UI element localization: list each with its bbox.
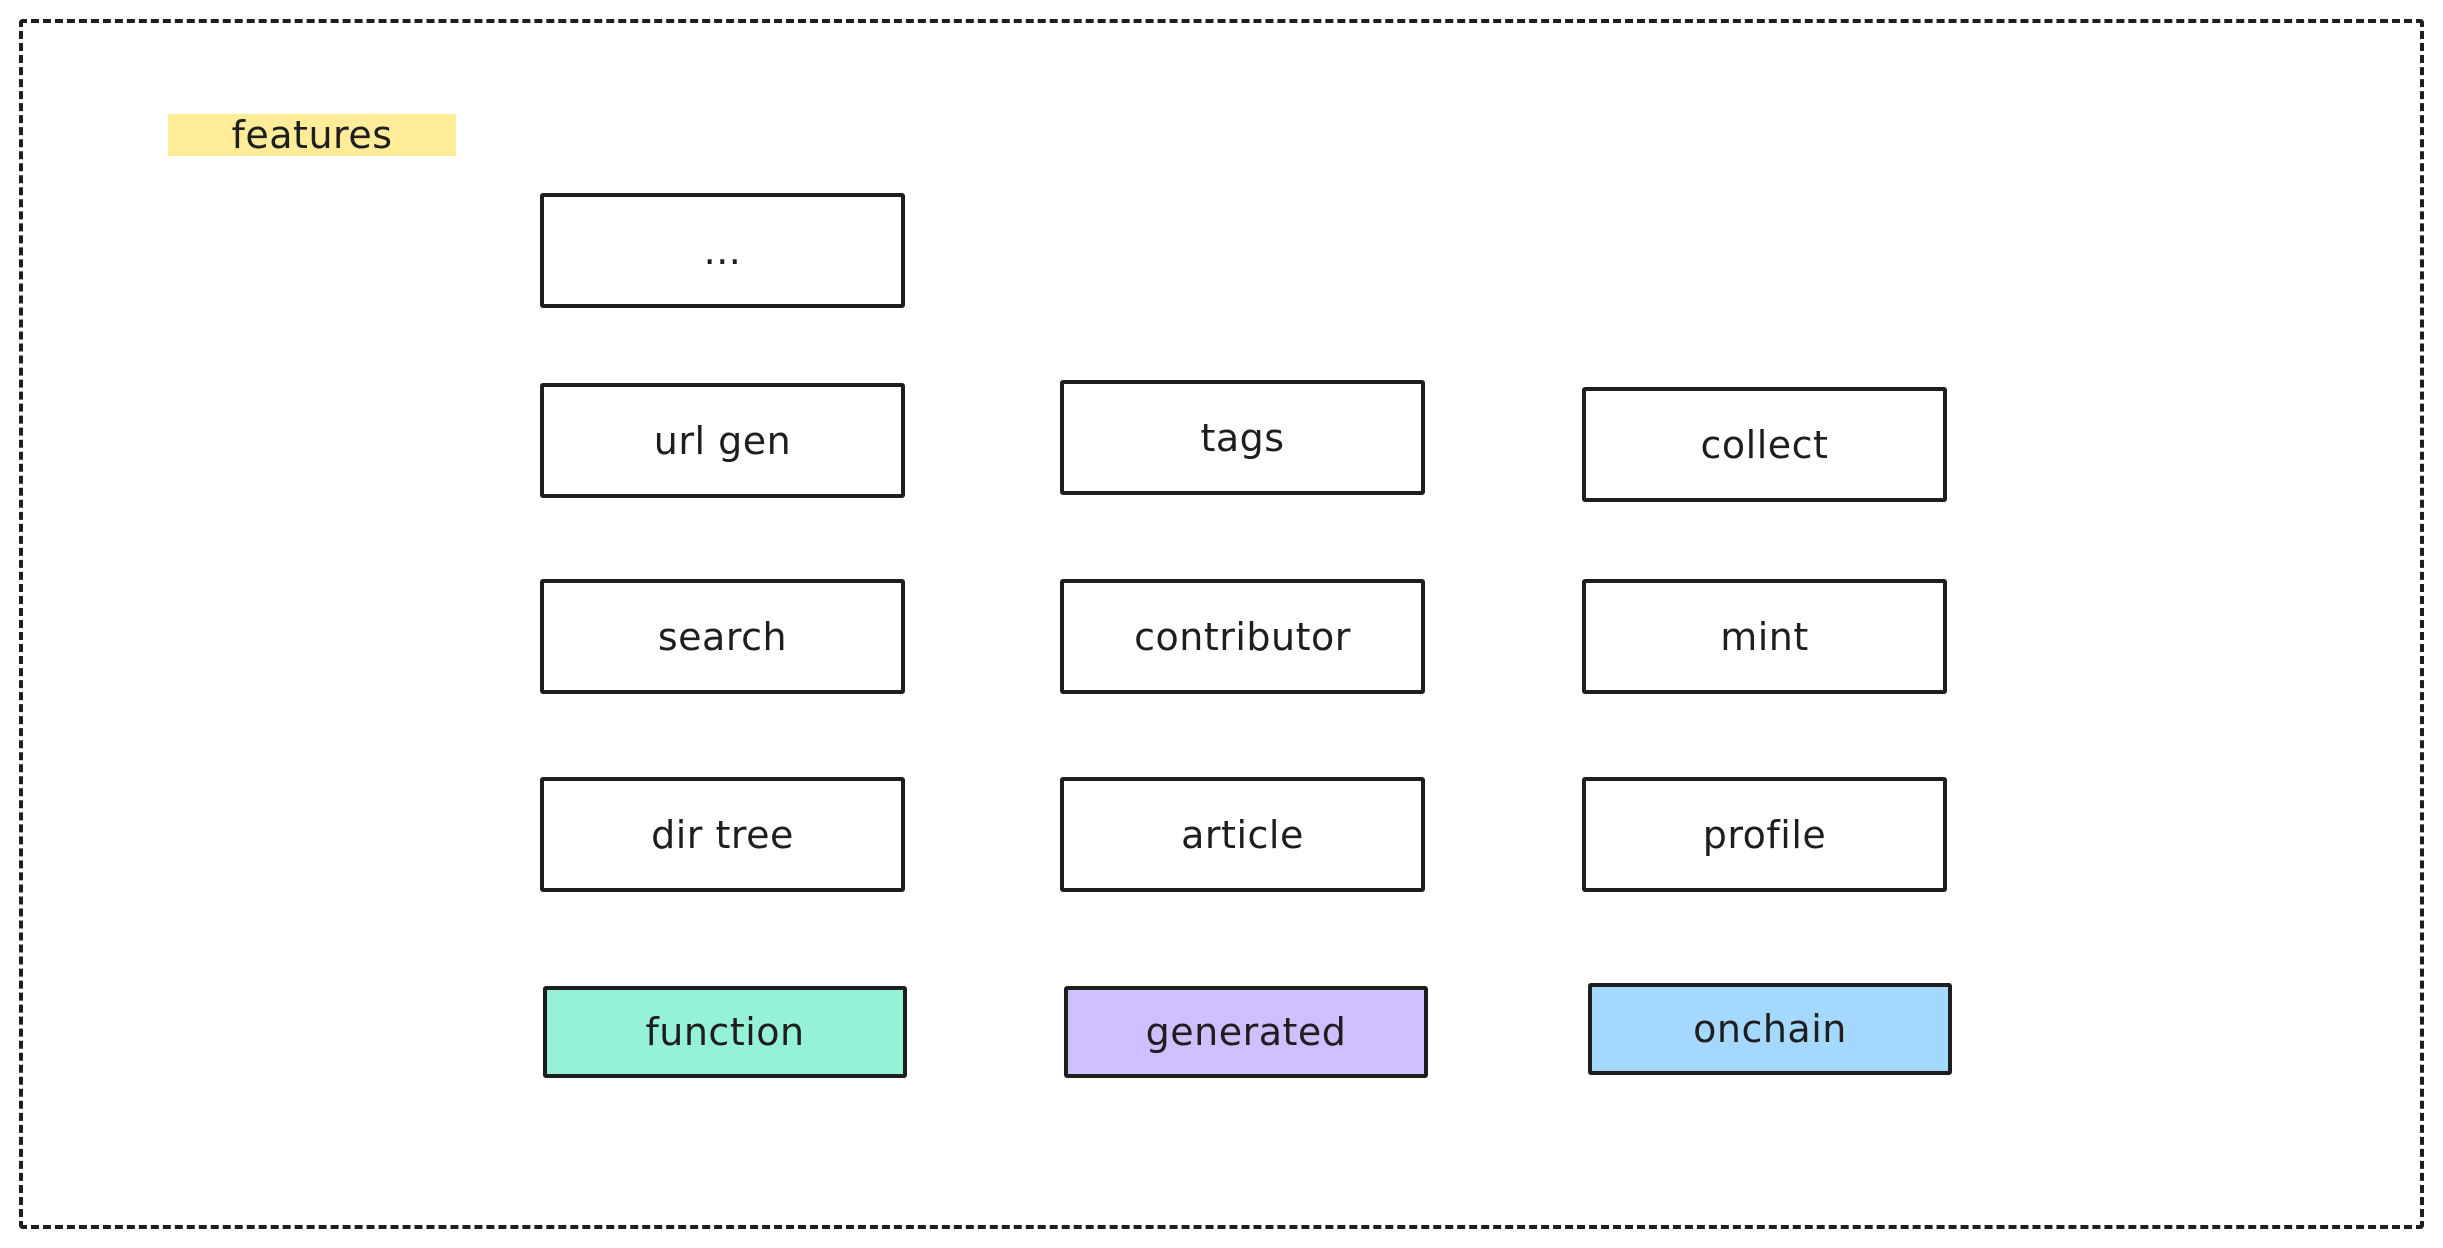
box-url-gen[interactable]: url gen xyxy=(540,383,905,498)
box-ellipsis[interactable]: ... xyxy=(540,193,905,308)
features-title: features xyxy=(168,114,456,156)
box-collect[interactable]: collect xyxy=(1582,387,1947,502)
box-article[interactable]: article xyxy=(1060,777,1425,892)
box-search[interactable]: search xyxy=(540,579,905,694)
box-contributor[interactable]: contributor xyxy=(1060,579,1425,694)
box-profile[interactable]: profile xyxy=(1582,777,1947,892)
legend-onchain[interactable]: onchain xyxy=(1588,983,1952,1075)
legend-generated[interactable]: generated xyxy=(1064,986,1428,1078)
box-mint[interactable]: mint xyxy=(1582,579,1947,694)
legend-function[interactable]: function xyxy=(543,986,907,1078)
box-tags[interactable]: tags xyxy=(1060,380,1425,495)
box-dir-tree[interactable]: dir tree xyxy=(540,777,905,892)
features-frame xyxy=(19,19,2424,1229)
